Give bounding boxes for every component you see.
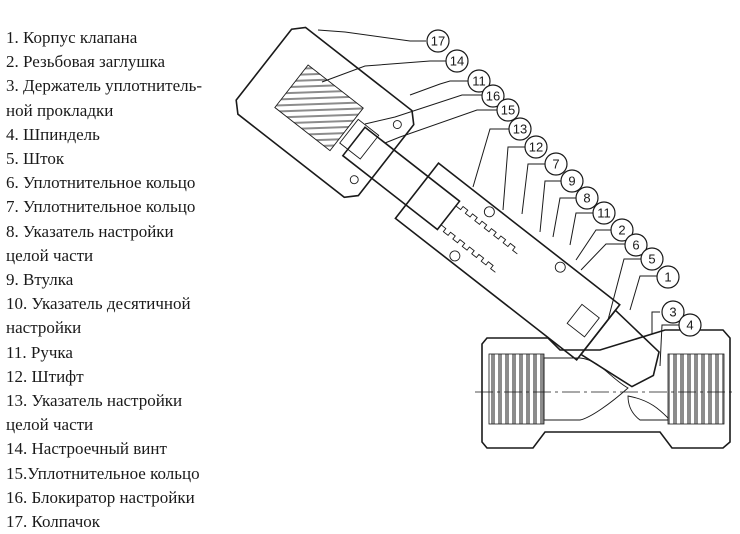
leader-16 (364, 94, 482, 125)
svg-text:3: 3 (669, 305, 676, 320)
leader-5 (607, 258, 641, 321)
leader-11a (409, 80, 468, 96)
leader-8 (552, 197, 576, 238)
callouts: 17 14 11 16 15 13 12 7 9 8 11 2 6 5 1 3 … (426, 29, 702, 337)
leader-9 (539, 180, 561, 233)
right-thread (667, 353, 725, 425)
legend-item-17: 17. Колпачок (6, 512, 101, 532)
svg-text:1: 1 (664, 270, 671, 285)
cap-outline (235, 26, 415, 199)
legend-item-12: 12. Штифт (6, 366, 84, 386)
cap-handle (235, 26, 415, 199)
callout-3: 3 (661, 300, 685, 324)
callout-16: 16 (481, 84, 505, 108)
lock-element (339, 118, 380, 160)
leader-7 (521, 163, 545, 215)
leader-1 (629, 275, 660, 311)
leader-17 (317, 29, 426, 42)
outlet-passage (627, 395, 669, 421)
cap-ball-2 (349, 175, 359, 185)
legend-item-7: 7. Уплотнительное кольцо (6, 197, 196, 217)
svg-text:11: 11 (472, 74, 486, 89)
o-ring-upper (483, 206, 495, 218)
stem-core (341, 126, 461, 231)
callout-9: 9 (560, 169, 584, 193)
svg-text:15: 15 (501, 103, 515, 118)
legend-item-14: 14. Настроечный винт (6, 439, 167, 459)
body-outline (481, 329, 731, 449)
svg-text:13: 13 (513, 122, 527, 137)
inner-passage (543, 357, 629, 421)
callout-15: 15 (496, 98, 520, 122)
svg-text:8: 8 (583, 191, 590, 206)
callout-13: 13 (508, 117, 532, 141)
cap-ball-1 (392, 120, 402, 129)
o-ring-mid (554, 261, 566, 273)
leader-12 (502, 146, 525, 211)
legend-item-4: 4. Шпиндель (6, 124, 100, 144)
legend-item-1: 1. Корпус клапана (6, 28, 138, 47)
callout-8: 8 (575, 186, 599, 210)
legend-item-16: 16. Блокиратор настройки (6, 487, 195, 507)
legend-item-11: 11. Ручка (6, 342, 73, 362)
adjusting-screw-thread (274, 64, 364, 152)
legend-item-5: 5. Шток (6, 149, 65, 169)
callout-5: 5 (640, 247, 664, 271)
leader-15 (384, 109, 497, 144)
legend-item-15: 15.Уплотнительное кольцо (6, 463, 200, 483)
leader-6 (580, 243, 625, 271)
svg-text:2: 2 (618, 223, 625, 238)
leader-4 (659, 324, 679, 367)
legend-item-3: 3. Держатель уплотнитель-ной прокладки (6, 76, 203, 120)
callout-17: 17 (426, 29, 450, 53)
svg-text:14: 14 (450, 54, 464, 69)
legend-item-2: 2. Резьбовая заглушка (6, 52, 166, 72)
svg-text:7: 7 (552, 157, 559, 172)
leader-13 (472, 128, 509, 188)
svg-text:16: 16 (486, 89, 500, 104)
leader-14 (321, 60, 446, 83)
svg-text:12: 12 (529, 140, 543, 155)
spindle-plug (579, 309, 660, 388)
legend-item-6: 6. Уплотнительное кольцо (6, 173, 196, 193)
svg-text:11: 11 (597, 206, 611, 221)
callout-4: 4 (678, 313, 702, 337)
callout-6: 6 (624, 233, 648, 257)
left-thread (488, 353, 545, 425)
legend-item-9: 9. Втулка (6, 270, 74, 290)
svg-text:17: 17 (431, 34, 445, 49)
spindle-slot (566, 303, 600, 338)
parts-legend: 1. Корпус клапана 2. Резьбовая заглушка … (6, 26, 246, 534)
callout-12: 12 (524, 135, 548, 159)
valve-body (475, 329, 736, 449)
ratchet-thread-lower (440, 224, 496, 273)
leader-3 (651, 311, 660, 334)
svg-text:4: 4 (686, 318, 693, 333)
callout-2: 2 (610, 218, 634, 242)
ratchet-thread (455, 205, 518, 255)
callout-14: 14 (445, 49, 469, 73)
leader-2 (575, 229, 613, 261)
o-ring-lower (449, 250, 461, 262)
leader-11b (569, 212, 593, 246)
callout-7: 7 (544, 152, 568, 176)
callout-11: 11 (467, 69, 491, 93)
callout-11b: 11 (592, 201, 616, 225)
callout-1: 1 (656, 265, 680, 289)
svg-text:9: 9 (568, 174, 575, 189)
bonnet-assembly (341, 126, 660, 388)
leader-lines (317, 29, 679, 367)
svg-text:6: 6 (632, 238, 639, 253)
svg-text:5: 5 (648, 252, 655, 267)
